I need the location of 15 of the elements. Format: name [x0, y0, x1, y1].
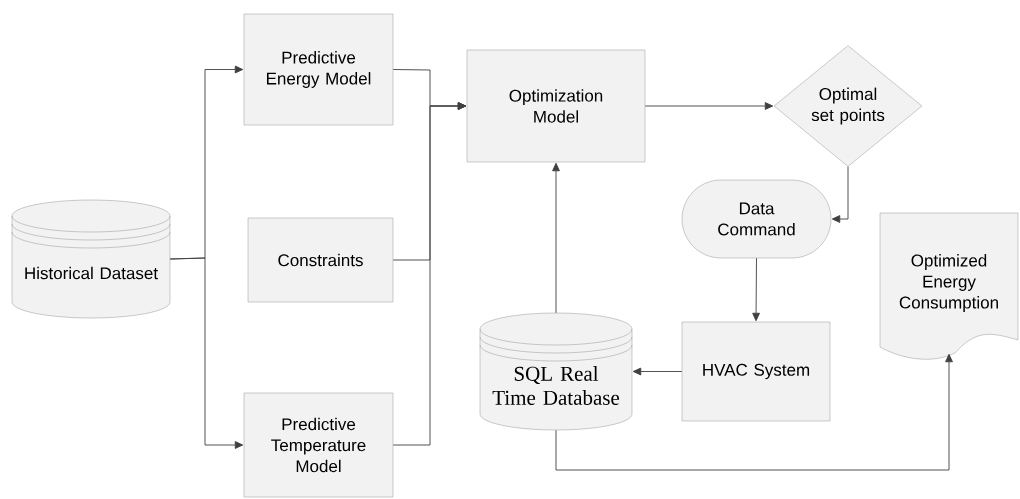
arrow	[169, 257, 244, 449]
process-box: Constraints	[247, 217, 394, 303]
process-box: Predictive Energy Model	[243, 13, 394, 126]
arrow	[752, 257, 760, 322]
database-cylinder: SQL Real Time Database	[479, 312, 633, 431]
arrow	[831, 166, 849, 223]
arrow	[632, 367, 683, 376]
arrow	[552, 162, 560, 314]
arrow	[555, 353, 953, 471]
database-cylinder: Historical Dataset	[11, 199, 171, 319]
process-box: Predictive Temperature Model	[243, 392, 394, 498]
process-box: HVAC System	[681, 321, 831, 422]
arrow	[392, 102, 467, 446]
predefined-process-box: Optimization Model	[466, 49, 646, 163]
arrow	[644, 102, 774, 110]
